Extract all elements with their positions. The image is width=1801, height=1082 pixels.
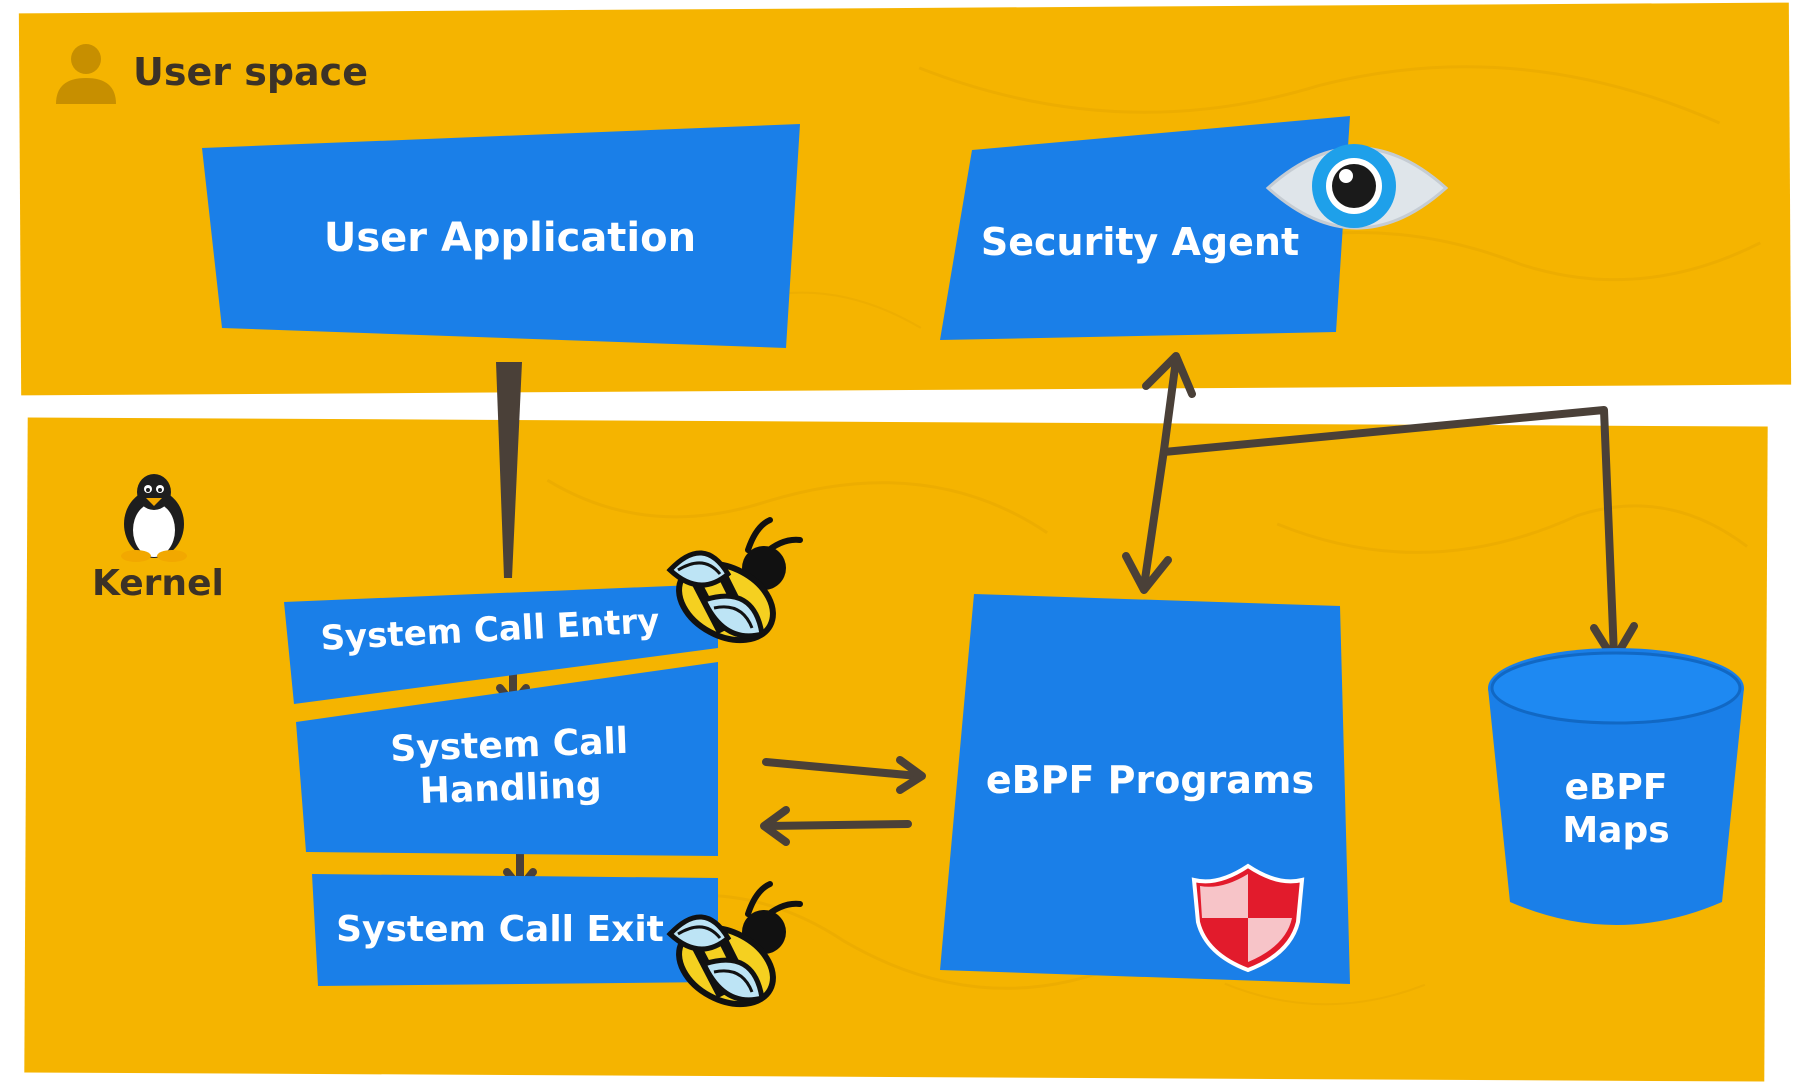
kernel-title: Kernel (92, 563, 224, 604)
user-application-box[interactable] (202, 124, 800, 348)
security-agent-box[interactable] (940, 116, 1350, 340)
handling-to-ebpf-arrow (762, 758, 922, 780)
security-agent-label: Security Agent (980, 220, 1300, 264)
syscall-entry-box[interactable] (284, 584, 718, 704)
ebpf-maps-line1: eBPF (1564, 767, 1668, 808)
ebpf-maps-line2: Maps (1562, 810, 1670, 852)
syscall-handling-label: System Call Handling (359, 719, 662, 816)
bee-icon (666, 517, 803, 644)
eye-icon (1265, 144, 1449, 230)
bee-icon (666, 881, 803, 1008)
syscall-handling-box[interactable] (296, 662, 718, 856)
ebpf-to-handling-arrow (764, 820, 912, 830)
user-application-label: User Application (323, 215, 697, 261)
syscall-exit-label: System Call Exit (336, 909, 664, 950)
ebpf-maps-cylinder[interactable] (1488, 648, 1744, 925)
agent-to-maps-arrow (1160, 406, 1618, 660)
ebpf-maps-label: eBPF Maps (1526, 766, 1706, 852)
linux-penguin-icon (121, 474, 187, 562)
user-space-title: User space (133, 50, 368, 94)
userapp-to-syscall-arrow (496, 362, 522, 578)
shield-icon (1191, 863, 1305, 973)
ebpf-programs-label: eBPF Programs (985, 758, 1315, 802)
user-icon (56, 44, 116, 104)
syscall-exit-box[interactable] (312, 874, 718, 986)
